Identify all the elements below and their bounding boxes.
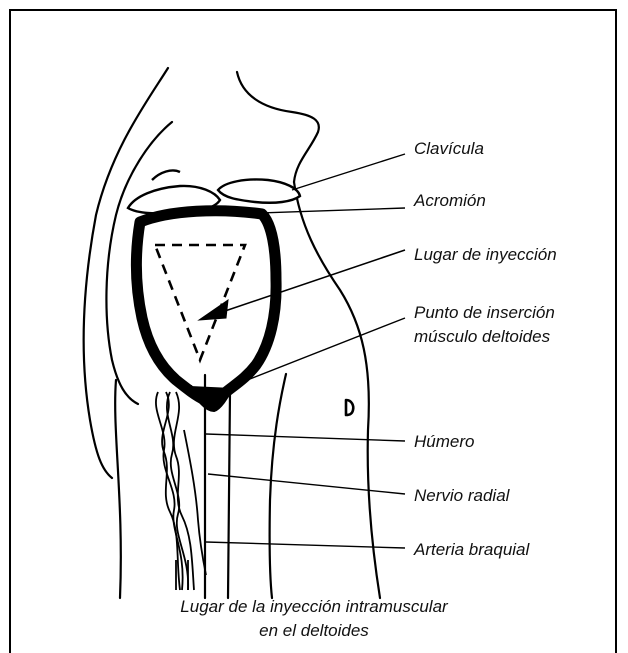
injection-triangle: [155, 245, 245, 360]
label-nervio-radial: Nervio radial: [414, 485, 509, 507]
leader-humero: [206, 434, 405, 441]
label-acromion: Acromión: [414, 190, 486, 212]
injection-arrow-head: [199, 300, 228, 320]
label-punto-insercion-1: Punto de inserción: [414, 302, 555, 324]
neck-outline: [237, 72, 319, 182]
caption-line-2: en el deltoides: [0, 620, 628, 642]
label-humero: Húmero: [414, 431, 474, 453]
outer-arm-outline: [84, 68, 168, 478]
leader-clavicula: [292, 154, 405, 190]
leader-nervio: [208, 474, 405, 494]
deltoid-muscle: [136, 211, 276, 400]
chest-line: [270, 374, 286, 598]
caption-line-1: Lugar de la inyección intramuscular: [0, 596, 628, 618]
torso-outline: [294, 182, 380, 598]
injection-arrow-shaft: [222, 250, 405, 312]
label-arteria-braquial: Arteria braquial: [414, 539, 529, 561]
arm-lower-outline: [115, 380, 121, 598]
leader-arteria: [206, 542, 405, 548]
label-lugar-inyeccion: Lugar de inyección: [414, 244, 557, 266]
humerus-shaft-right: [228, 392, 230, 598]
deltoid-insertion: [190, 386, 232, 410]
nipple-mark: [346, 400, 353, 415]
clavicle-shape: [218, 179, 300, 202]
label-clavicula: Clavícula: [414, 138, 484, 160]
nerve-artery-cords: [156, 392, 206, 590]
label-punto-insercion-2: músculo deltoides: [414, 326, 550, 348]
clavicle-tip: [152, 170, 180, 180]
